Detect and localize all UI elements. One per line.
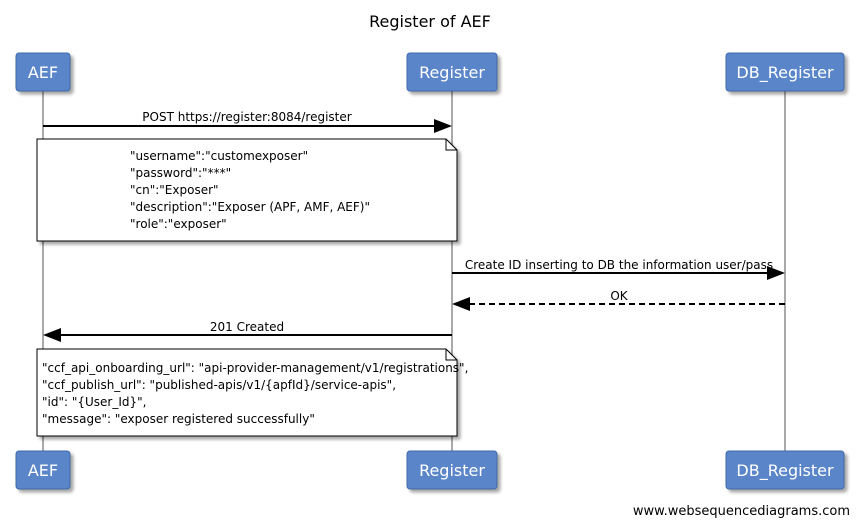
arrowhead <box>434 119 452 133</box>
message-201-created: 201 Created <box>43 320 452 342</box>
actor-aef-top-label: AEF <box>28 63 58 82</box>
arrowhead <box>43 328 61 342</box>
message-201-created-label: 201 Created <box>210 320 284 334</box>
note-line: "id": "{User_Id}", <box>42 395 146 409</box>
note-line: "description":"Exposer (APF, AMF, AEF)" <box>130 200 370 214</box>
actor-db-register-bottom-label: DB_Register <box>736 461 834 481</box>
message-post-register: POST https://register:8084/register <box>43 110 452 133</box>
actor-register-top-label: Register <box>419 63 485 82</box>
arrowhead <box>452 297 470 311</box>
note-line: "message": "exposer registered successfu… <box>42 412 315 426</box>
arrowhead <box>767 266 785 280</box>
actor-db-register-top-label: DB_Register <box>736 63 834 83</box>
message-ok-label: OK <box>610 289 628 303</box>
actor-db-register-top: DB_Register <box>725 52 845 92</box>
message-post-register-label: POST https://register:8084/register <box>142 110 351 124</box>
actor-aef-top: AEF <box>15 52 71 92</box>
actor-register-top: Register <box>406 52 498 92</box>
actor-db-register-bottom: DB_Register <box>725 450 845 490</box>
message-ok: OK <box>452 289 785 311</box>
note-line: "username":"customexposer" <box>130 149 308 163</box>
message-create-id-label: Create ID inserting to DB the informatio… <box>465 258 773 272</box>
message-create-id: Create ID inserting to DB the informatio… <box>452 258 785 280</box>
note-request-body: "username":"customexposer" "password":"*… <box>36 138 458 242</box>
diagram-title: Register of AEF <box>369 12 491 31</box>
actor-aef-bottom: AEF <box>15 450 71 490</box>
note-line: "password":"***" <box>130 166 231 180</box>
actor-register-bottom-label: Register <box>419 461 485 480</box>
note-line: "ccf_api_onboarding_url": "api-provider-… <box>42 361 468 375</box>
footer-watermark: www.websequencediagrams.com <box>633 504 850 519</box>
note-line: "cn":"Exposer" <box>130 183 219 197</box>
note-line: "ccf_publish_url": "published-apis/v1/{a… <box>42 378 396 392</box>
note-line: "role":"exposer" <box>130 217 227 231</box>
actor-register-bottom: Register <box>406 450 498 490</box>
note-response-body: "ccf_api_onboarding_url": "api-provider-… <box>36 348 468 437</box>
actor-aef-bottom-label: AEF <box>28 461 58 480</box>
